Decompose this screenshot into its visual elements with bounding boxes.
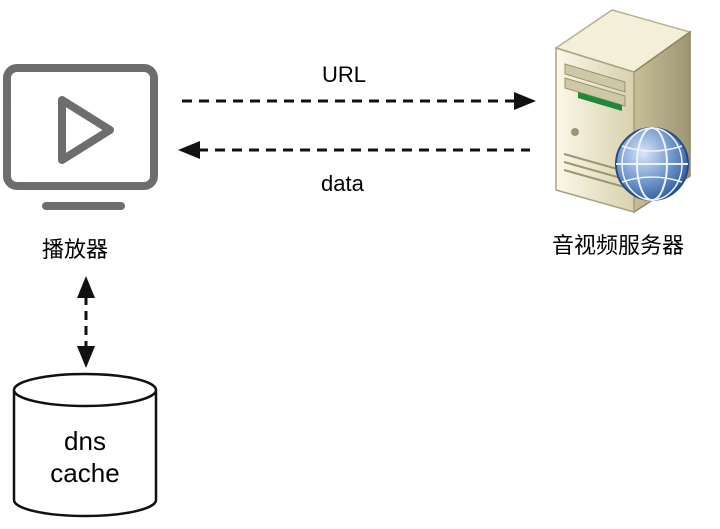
url-request-arrow [182,92,536,110]
player-label: 播放器 [42,238,109,263]
player-monitor-icon [3,64,158,210]
cache-label-line2: cache [50,458,120,488]
dns-cache-cylinder-icon [12,372,158,518]
player-cache-arrow [77,276,95,368]
cache-label-line1: dns [64,426,106,456]
server-globe-icon [554,9,692,214]
data-label: data [321,171,364,196]
server-label: 音视频服务器 [552,234,685,259]
url-label: URL [322,62,367,87]
data-response-arrow [178,141,530,159]
